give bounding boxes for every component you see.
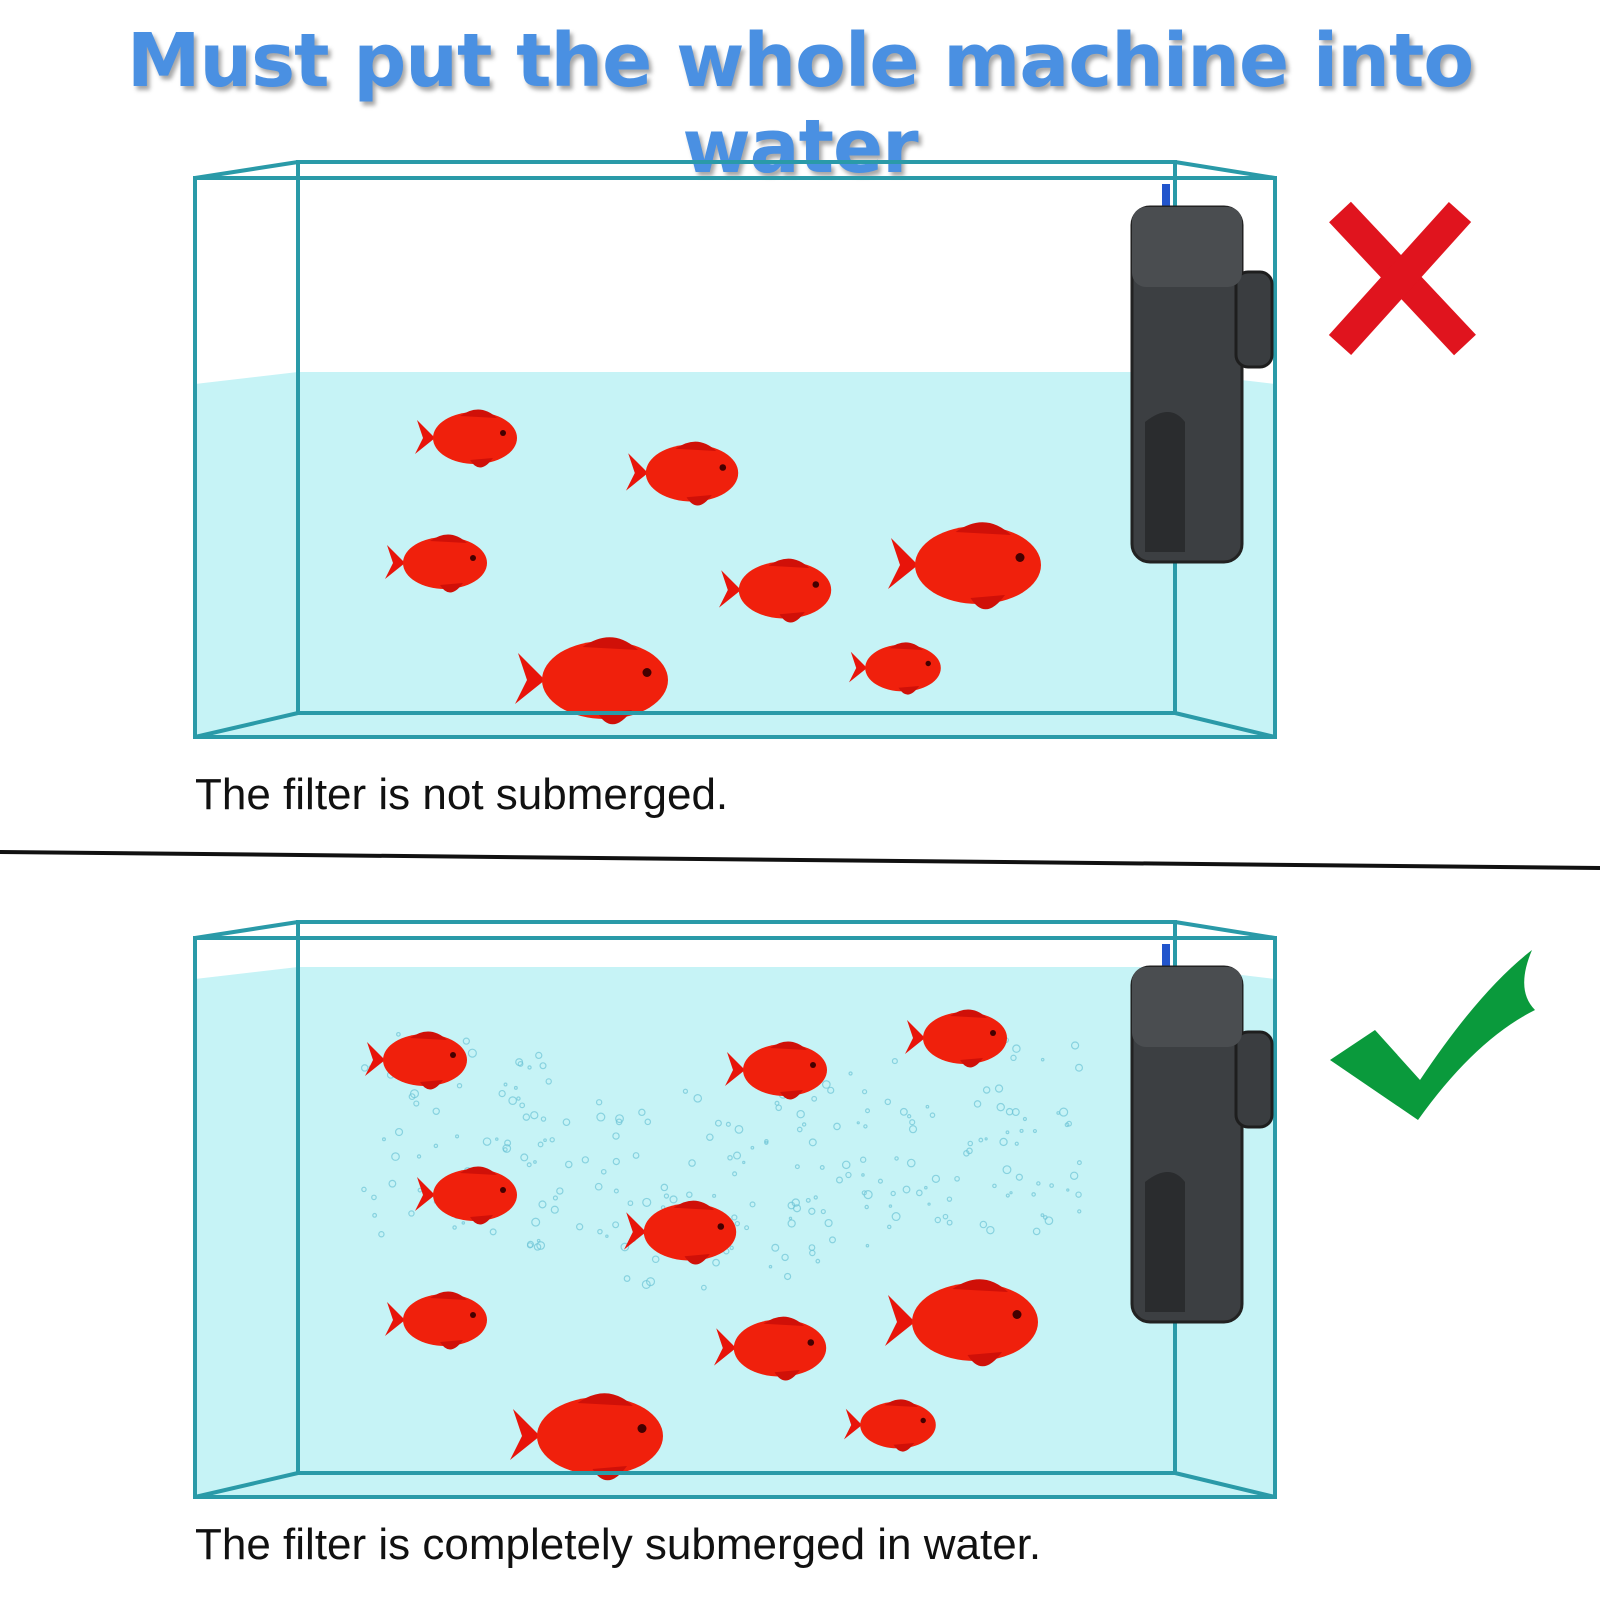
fish-eye	[638, 1424, 647, 1433]
fish-eye	[720, 464, 727, 471]
fish-body	[912, 1283, 1038, 1361]
filter-head	[1132, 967, 1242, 1047]
fish-body	[734, 1319, 826, 1376]
fish-eye	[500, 430, 506, 436]
divider-line	[0, 852, 1600, 868]
filter-intake	[1145, 412, 1185, 552]
fish-eye	[810, 1062, 816, 1068]
fish-body	[542, 641, 668, 719]
fish-eye	[808, 1339, 815, 1346]
tank-edge	[195, 922, 298, 938]
red-x-icon	[1340, 212, 1465, 345]
fish-eye	[1013, 1310, 1022, 1319]
fish-eye	[926, 661, 931, 666]
fish-eye	[990, 1030, 996, 1036]
fish-eye	[470, 555, 476, 561]
fish-body	[383, 1034, 467, 1086]
fish-body	[915, 526, 1041, 604]
fish-eye	[450, 1052, 456, 1058]
fish-body	[865, 645, 941, 692]
fish-body	[537, 1397, 663, 1475]
filter-intake	[1145, 1172, 1185, 1312]
fish-eye	[643, 668, 652, 677]
tank-edge	[195, 162, 298, 178]
fish-eye	[1016, 553, 1025, 562]
green-check-icon	[1330, 950, 1535, 1120]
fish-body	[860, 1402, 936, 1449]
fish-body	[923, 1012, 1007, 1064]
fish-body	[743, 1044, 827, 1096]
filter-head	[1132, 207, 1242, 287]
tank-edge	[1175, 922, 1275, 938]
filter-nozzle	[1162, 184, 1170, 206]
filter-suction-mount	[1236, 272, 1272, 367]
fish-body	[433, 412, 517, 464]
fish-eye	[470, 1312, 476, 1318]
fish-body	[646, 444, 738, 501]
tank-edge	[1175, 162, 1275, 178]
fish-eye	[813, 581, 820, 588]
caption-not-submerged: The filter is not submerged.	[195, 770, 728, 820]
fish-body	[644, 1203, 736, 1260]
fish-body	[403, 1294, 487, 1346]
fish-body	[739, 561, 831, 618]
filter-suction-mount	[1236, 1032, 1272, 1127]
filter-nozzle	[1162, 944, 1170, 966]
caption-submerged: The filter is completely submerged in wa…	[195, 1520, 1041, 1570]
water	[195, 372, 1275, 737]
fish-body	[403, 537, 487, 589]
fish-body	[433, 1169, 517, 1221]
aquarium-tank	[195, 162, 1275, 737]
fish-eye	[718, 1223, 725, 1230]
fish-eye	[500, 1187, 506, 1193]
aquarium-tank	[195, 922, 1275, 1497]
fish-eye	[921, 1418, 926, 1423]
